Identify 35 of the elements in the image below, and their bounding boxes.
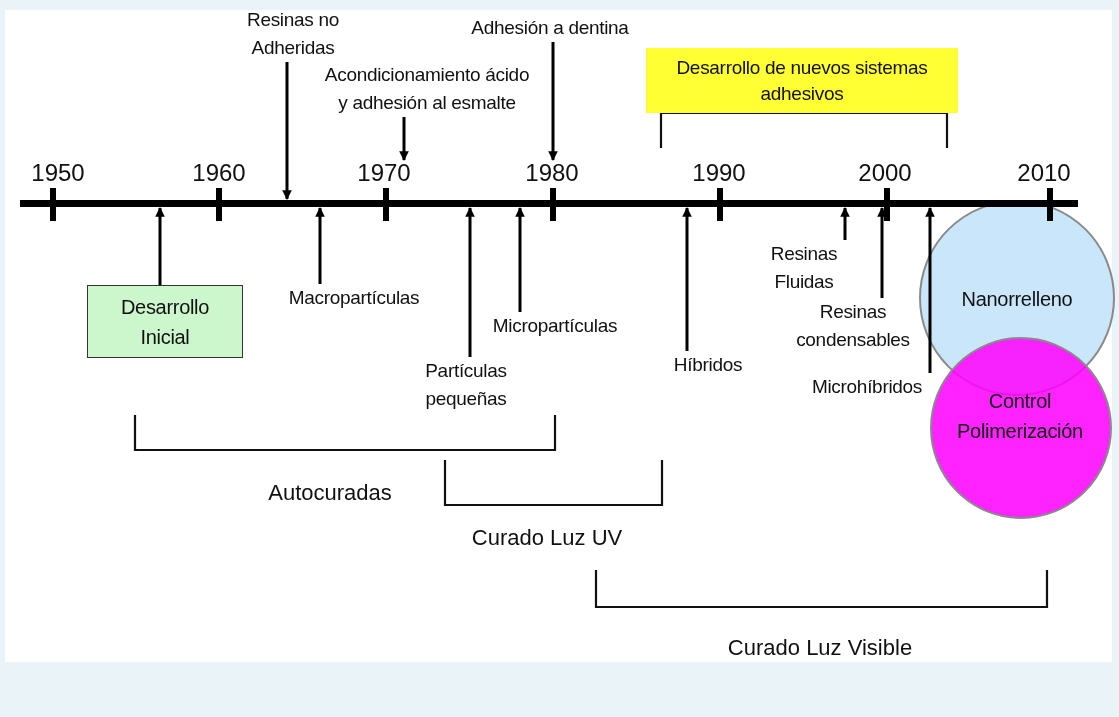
arrow <box>925 207 935 373</box>
arrow <box>465 207 475 357</box>
year-label: 2000 <box>854 161 916 185</box>
timeline-label: Acondicionamiento ácido y adhesión al esmalte <box>322 61 532 117</box>
circle-label: Nanorrelleno <box>932 284 1102 314</box>
period-label: Curado Luz Visible <box>726 635 914 661</box>
arrow <box>399 117 409 161</box>
year-label: 1990 <box>688 161 750 185</box>
timeline-label: Macropartículas <box>264 284 444 312</box>
timeline-label: Micropartículas <box>470 312 640 340</box>
timeline-label: Partículas pequeñas <box>400 357 532 413</box>
period-label: Autocuradas <box>267 480 393 506</box>
arrow <box>282 62 292 200</box>
year-label: 1950 <box>27 161 89 185</box>
arrow <box>877 207 887 298</box>
timeline-label: Resinas condensables <box>778 298 928 354</box>
period-label: Curado Luz UV <box>470 525 624 551</box>
arrow <box>682 207 692 351</box>
year-label: 1970 <box>353 161 415 185</box>
period-box: Desarrollo Inicial <box>87 285 243 358</box>
year-label: 1960 <box>188 161 250 185</box>
timeline-label: Híbridos <box>658 351 758 379</box>
arrow <box>515 207 525 312</box>
timeline-bar <box>20 200 1078 207</box>
arrow <box>315 207 325 284</box>
highlight-box: Desarrollo de nuevos sistemas adhesivos <box>646 48 958 113</box>
timeline-label: Microhíbridos <box>796 373 938 401</box>
year-label: 1980 <box>521 161 583 185</box>
arrow <box>155 207 165 285</box>
arrow <box>840 207 850 240</box>
timeline-label: Resinas Fluidas <box>756 240 852 296</box>
arrow <box>548 42 558 161</box>
year-label: 2010 <box>1013 161 1075 185</box>
timeline-label: Adhesión a dentina <box>455 14 645 42</box>
timeline-label: Resinas no Adheridas <box>233 6 353 62</box>
